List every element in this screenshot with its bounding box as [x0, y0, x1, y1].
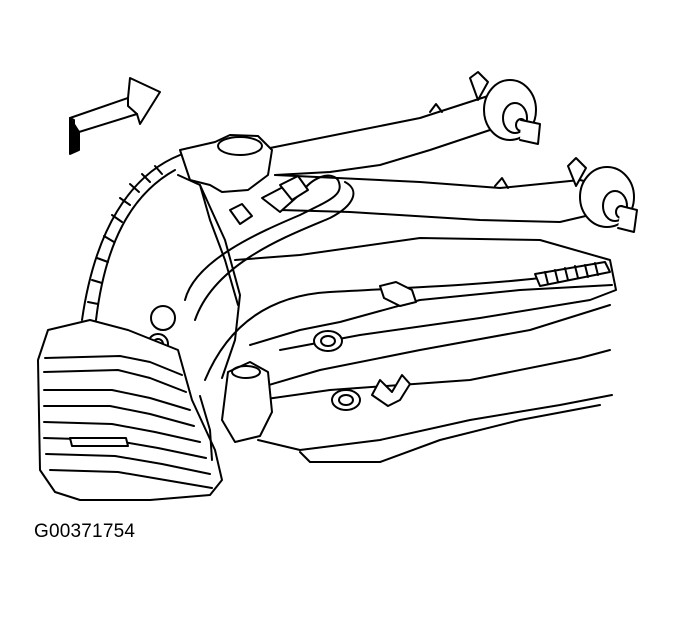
brake-caliper — [38, 320, 222, 500]
lower-control-arm — [275, 158, 637, 232]
direction-arrow — [70, 78, 160, 154]
upper-control-arm — [270, 72, 540, 175]
figure-code-label: G00371754 — [34, 521, 136, 542]
crossmember — [235, 238, 616, 462]
brake-rotor — [82, 155, 180, 320]
wheel-speed-sensor-harness — [185, 176, 610, 380]
